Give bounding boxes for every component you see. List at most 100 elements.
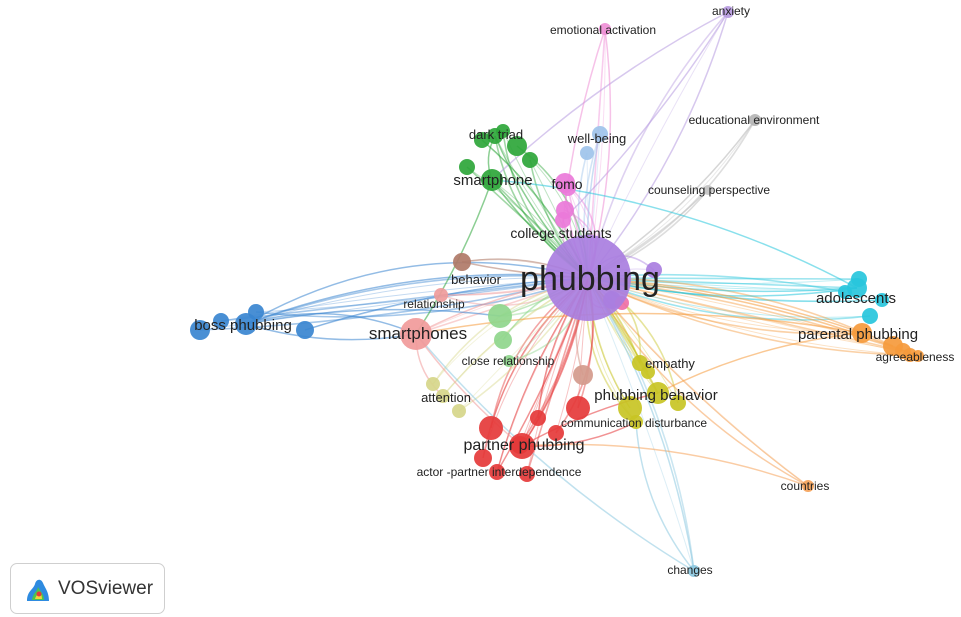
hub-link [255,277,589,313]
node-commdist[interactable] [629,415,643,429]
node-attention[interactable] [436,389,450,403]
node-behavior[interactable] [453,253,471,271]
node[interactable] [875,293,889,307]
node-phubbingbeh[interactable] [647,382,669,404]
node[interactable] [566,396,590,420]
label-educational[interactable]: educational environment [689,113,820,127]
node-close[interactable] [488,304,512,328]
label-wellbeing[interactable]: well-being [567,131,627,146]
label-darktriad[interactable]: dark triad [469,127,523,142]
cluster-link [491,179,858,289]
network-labels: phubbing adolescents parental phubbing agre… [194,4,954,577]
hub-link [220,277,589,322]
node-emotional[interactable] [599,23,611,35]
label-counseling[interactable]: counseling perspective [648,183,770,197]
node-parental[interactable] [852,323,872,343]
node-countries[interactable] [802,480,814,492]
node-actor[interactable] [489,464,505,480]
label-relationship[interactable]: relationship [403,297,465,311]
node[interactable] [507,136,527,156]
label-behavior[interactable]: behavior [451,272,502,287]
node[interactable] [530,410,546,426]
node-anxiety[interactable] [722,6,734,18]
cluster-link [245,308,501,325]
label-close[interactable]: close relationship [462,354,555,368]
node[interactable] [459,159,475,175]
cluster-link [415,333,523,447]
label-boss[interactable]: boss phubbing [194,317,292,334]
node[interactable] [479,416,503,440]
node[interactable] [296,321,314,339]
node-smartphones[interactable] [400,318,432,350]
label-commdist[interactable]: communication disturbance [561,416,707,430]
node[interactable] [503,355,515,367]
hub-link [587,277,911,356]
vosviewer-logo-icon [27,579,49,601]
hub-link [245,277,589,325]
node-boss[interactable] [235,313,257,335]
node-smartphone[interactable] [481,169,503,191]
node-changes[interactable] [688,565,700,577]
label-agreeableness[interactable]: agreeableness [876,350,955,364]
node[interactable] [862,308,878,324]
hub-link [587,277,919,357]
network-nodes [190,6,924,577]
node-adolescents[interactable] [847,278,867,298]
node[interactable] [190,320,210,340]
node[interactable] [548,425,564,441]
label-countries[interactable]: countries [781,479,830,493]
node[interactable] [580,146,594,160]
node[interactable] [519,466,535,482]
cluster-link [635,421,695,572]
cluster-link [657,332,863,394]
label-changes[interactable]: changes [667,563,712,577]
label-actor[interactable]: actor -partner interdependence [417,465,582,479]
node[interactable] [522,152,538,168]
cluster-link [415,333,695,572]
vosviewer-logo[interactable]: VOSviewer [10,563,165,614]
node-partner[interactable] [509,433,535,459]
node-darktriad[interactable] [487,128,503,144]
label-adolescents[interactable]: adolescents [816,290,896,307]
label-attention[interactable]: attention [421,390,471,405]
node-relationship[interactable] [434,288,448,302]
cluster-link [245,312,417,335]
label-emotional[interactable]: emotional activation [550,23,656,37]
hub-link [245,274,589,325]
label-empathy[interactable]: empathy [645,356,695,371]
vosviewer-logo-text: VOSviewer [58,577,154,599]
label-anxiety[interactable]: anxiety [712,4,750,18]
node-empathy[interactable] [632,355,648,371]
label-phubbing[interactable]: phubbing [520,260,660,298]
label-phubbingbeh[interactable]: phubbing behavior [594,387,717,404]
node-counseling[interactable] [703,185,713,195]
cluster-link [562,11,729,221]
node[interactable] [426,377,440,391]
node-wellbeing[interactable] [592,126,608,142]
node[interactable] [474,132,490,148]
node-phubbing[interactable] [545,235,631,321]
node[interactable] [618,396,642,420]
label-fomo[interactable]: fomo [551,176,582,192]
node-educational[interactable] [749,114,761,126]
label-college[interactable]: college students [510,225,611,241]
label-parental[interactable]: parental phubbing [798,326,918,343]
node[interactable] [573,365,593,385]
cluster-link [521,392,659,447]
node[interactable] [213,313,229,329]
node[interactable] [494,331,512,349]
cluster-link [245,323,417,341]
node[interactable] [646,262,662,278]
cluster-link [587,277,919,357]
node[interactable] [670,395,686,411]
node-college[interactable] [555,212,571,228]
label-partner[interactable]: partner phubbing [464,437,585,454]
hub-link [587,277,911,356]
label-smartphones[interactable]: smartphones [369,324,467,343]
node-agreeableness[interactable] [912,350,924,362]
node[interactable] [474,449,492,467]
node-fomo[interactable] [555,173,575,193]
label-smartphone[interactable]: smartphone [453,172,532,189]
node[interactable] [452,404,466,418]
